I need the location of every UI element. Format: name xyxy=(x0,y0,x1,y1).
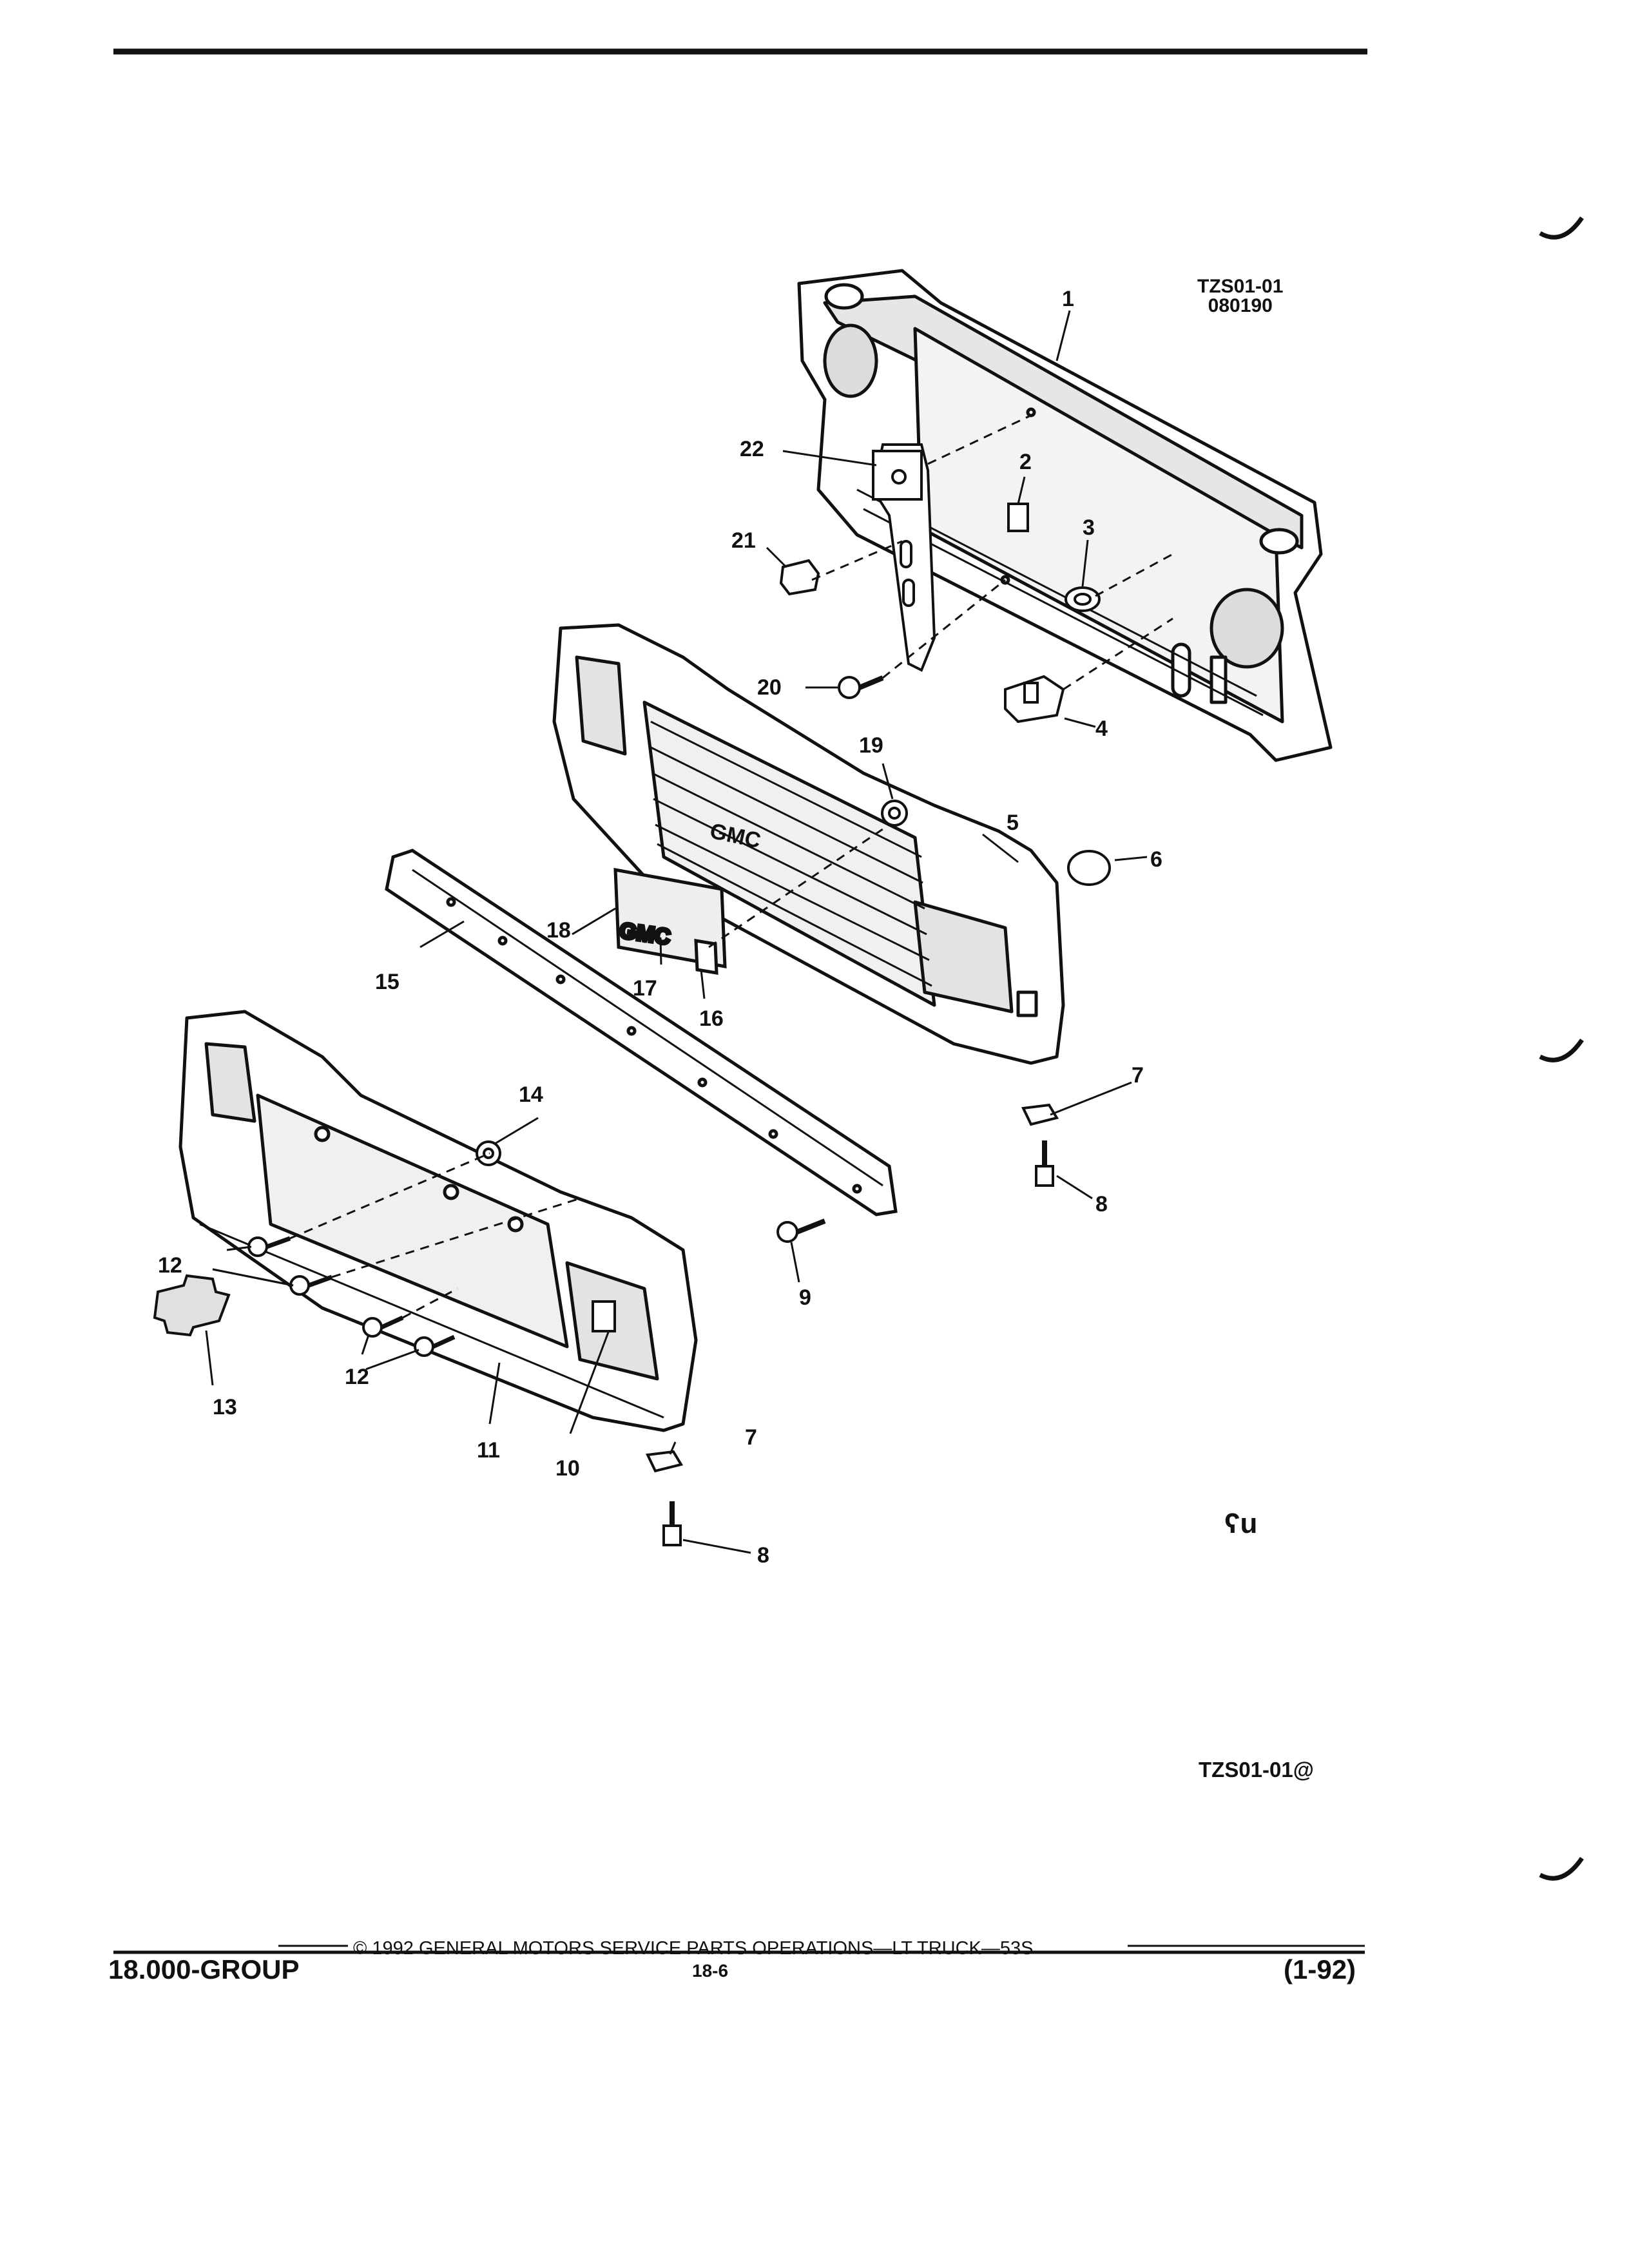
binding-mark xyxy=(1539,1039,1584,1062)
callout-19: 19 xyxy=(859,733,883,758)
part-21-nut xyxy=(779,559,820,596)
callout-12: 12 xyxy=(158,1253,182,1278)
callout-20: 20 xyxy=(757,675,782,700)
callout-22: 22 xyxy=(740,437,764,461)
footer-group: 18.000-GROUP xyxy=(108,1954,300,1984)
part-12-screws xyxy=(247,1236,456,1357)
part-1-radiator-support xyxy=(797,269,1333,762)
callout-7: 7 xyxy=(1132,1063,1144,1088)
marginal-mark: ʕu xyxy=(1224,1508,1258,1539)
callout-7b: 7 xyxy=(745,1425,757,1450)
part-8-bolt xyxy=(662,1140,1054,1546)
figure-code: TZS01-01@ xyxy=(1199,1758,1314,1782)
callout-8b: 8 xyxy=(757,1543,769,1568)
callout-numbers: 1 2 3 4 5 6 7 7 8 8 9 10 11 12 12 13 14 … xyxy=(158,287,1162,1568)
binding-mark xyxy=(1539,216,1584,240)
part-2-clip xyxy=(1007,503,1029,532)
part-5-grille xyxy=(552,623,1065,1065)
callout-9: 9 xyxy=(799,1285,811,1310)
part-22-latch-bracket xyxy=(871,443,936,672)
part-9-bolt xyxy=(776,1218,826,1243)
part-19-nut xyxy=(881,800,908,827)
callout-17: 17 xyxy=(633,976,657,1001)
part-11-lower-grille xyxy=(178,1010,698,1432)
part-4-latch xyxy=(1004,675,1065,724)
callout-16: 16 xyxy=(699,1006,724,1031)
footer-copyright: © 1992 GENERAL MOTORS SERVICE PARTS OPER… xyxy=(353,1938,1034,1959)
binding-mark xyxy=(1539,1857,1584,1881)
callout-2: 2 xyxy=(1019,450,1032,474)
callout-18: 18 xyxy=(546,918,571,943)
callout-10: 10 xyxy=(555,1456,580,1481)
callout-6: 6 xyxy=(1150,847,1162,872)
part-6-plug xyxy=(1067,850,1111,886)
callout-11: 11 xyxy=(477,1438,500,1463)
assembly-dashed-lines xyxy=(289,411,1173,1319)
footer-revision: (1-92) xyxy=(1284,1954,1356,1984)
callout-8: 8 xyxy=(1095,1192,1108,1216)
part-20-bolt xyxy=(838,675,884,699)
drawing-code-block: TZS01-01 080190 xyxy=(1197,277,1283,316)
callout-4: 4 xyxy=(1095,716,1108,741)
callout-5: 5 xyxy=(1007,811,1019,835)
callout-12b: 12 xyxy=(345,1365,369,1389)
footer-page-number: 18-6 xyxy=(692,1961,729,1981)
part-13-bowtie-emblem xyxy=(153,1274,231,1337)
callout-21: 21 xyxy=(731,528,756,553)
callout-15: 15 xyxy=(375,970,400,994)
part-14-nut xyxy=(476,1140,501,1166)
drawing-code: TZS01-01 xyxy=(1197,276,1284,297)
part-3-grommet xyxy=(1065,586,1101,612)
callout-14: 14 xyxy=(519,1082,543,1107)
part-15-reinforcement-bar xyxy=(385,849,898,1216)
part-18-gmc-emblem: GMC xyxy=(613,867,727,975)
callout-13: 13 xyxy=(213,1395,237,1419)
leader-lines xyxy=(205,310,1148,1554)
part-10-retainer xyxy=(592,1300,616,1332)
drawing-date: 080190 xyxy=(1208,295,1273,316)
callout-3: 3 xyxy=(1083,515,1095,540)
part-7-clip-nut xyxy=(645,1103,1059,1473)
callout-1: 1 xyxy=(1062,287,1074,311)
